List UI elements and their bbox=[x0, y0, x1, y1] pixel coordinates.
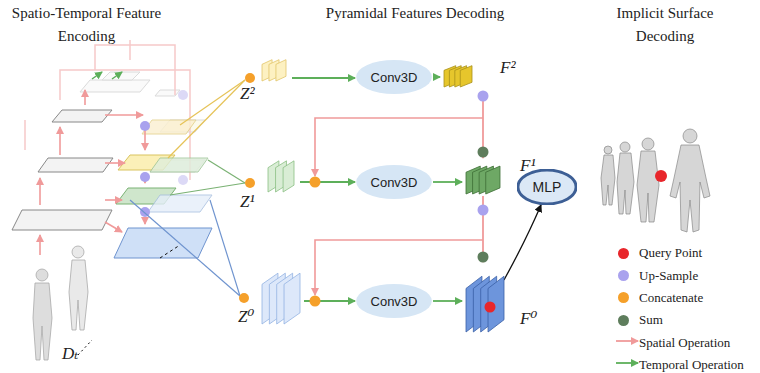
feature-stack: Z¹ bbox=[236, 150, 300, 212]
section-title: Implicit Surface Decoding bbox=[590, 2, 740, 48]
legend-row: Up-Sample bbox=[612, 264, 744, 286]
mlp-label: MLP bbox=[533, 179, 562, 195]
legend-row: Concatenate bbox=[612, 287, 744, 309]
conv-ellipse: Conv3D bbox=[355, 164, 433, 200]
legend-text: Up-Sample bbox=[639, 268, 698, 284]
legend-text: Spatial Operation bbox=[639, 335, 730, 351]
feature-stack: Z² bbox=[236, 52, 292, 104]
legend-row: Temporal Operation bbox=[612, 354, 744, 373]
feature-stack: F⁰ bbox=[462, 262, 542, 334]
conv-ellipse: Conv3D bbox=[355, 283, 433, 319]
legend-text: Query Point bbox=[639, 245, 702, 261]
connector bbox=[433, 76, 440, 78]
feature-label: F² bbox=[500, 58, 515, 78]
feature-label: Z¹ bbox=[240, 192, 255, 212]
legend-swatch bbox=[618, 270, 629, 281]
connector bbox=[433, 181, 462, 183]
legend-row: Query Point bbox=[612, 242, 744, 264]
section-title: Spatio-Temporal Feature Encoding bbox=[4, 2, 169, 48]
legend-swatch bbox=[618, 315, 629, 326]
conv-label: Conv3D bbox=[371, 70, 418, 85]
section-title: Pyramidal Features Decoding bbox=[300, 2, 530, 25]
connector bbox=[504, 205, 541, 280]
legend-swatch bbox=[618, 248, 629, 259]
query-point bbox=[485, 302, 496, 313]
connector bbox=[300, 181, 355, 183]
feature-label: Z² bbox=[240, 84, 255, 104]
legend-text: Concatenate bbox=[639, 290, 703, 306]
connector bbox=[433, 300, 462, 302]
legend-text: Sum bbox=[639, 312, 663, 328]
feature-stack: Z⁰ bbox=[234, 262, 304, 330]
legend-row: Spatial Operation bbox=[612, 332, 744, 354]
input-label: Dₜ bbox=[62, 342, 102, 365]
legend-row: Sum bbox=[612, 309, 744, 331]
conv-ellipse: Conv3D bbox=[355, 59, 433, 95]
feature-stack: F² bbox=[440, 58, 522, 92]
legend: Query PointUp-SampleConcatenateSumSpatia… bbox=[612, 242, 744, 373]
conv-label: Conv3D bbox=[371, 175, 418, 190]
conv-label: Conv3D bbox=[371, 294, 418, 309]
connector bbox=[292, 77, 355, 79]
legend-text: Temporal Operation bbox=[639, 357, 744, 373]
legend-swatch bbox=[618, 292, 629, 303]
feature-label: Z⁰ bbox=[238, 306, 254, 327]
mlp-ellipse: MLP bbox=[517, 169, 577, 205]
feature-label: F⁰ bbox=[520, 308, 537, 329]
